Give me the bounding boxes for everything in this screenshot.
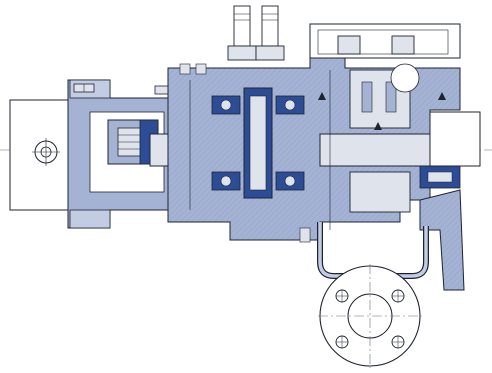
threaded-fitting-icon — [227, 5, 415, 61]
bolt-hole-icon — [32, 138, 60, 166]
bearing-left — [211, 95, 241, 191]
suction-flange — [318, 264, 422, 368]
discharge-casing — [419, 189, 465, 291]
seal-chamber — [349, 63, 461, 213]
housing-details — [179, 63, 331, 243]
drive-gear — [243, 87, 273, 199]
flow-markers — [318, 92, 446, 130]
flange-bolt-holes — [335, 289, 405, 349]
shaft-end — [429, 111, 481, 167]
bearing-right — [275, 95, 305, 191]
